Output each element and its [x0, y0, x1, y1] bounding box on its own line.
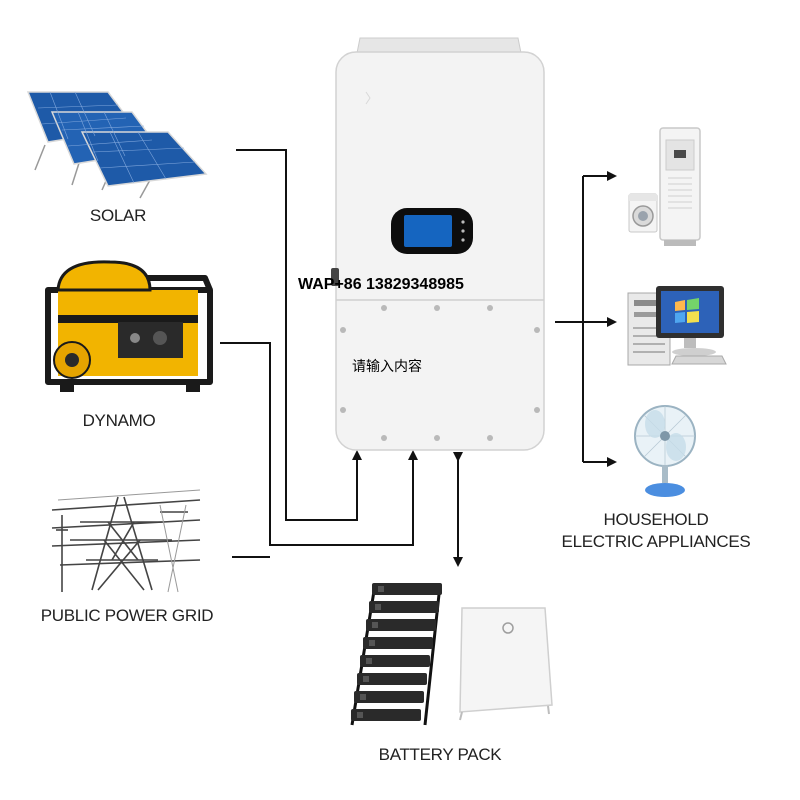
dynamo-label: DYNAMO	[82, 411, 156, 430]
battery-pack-label: BATTERY PACK	[378, 745, 502, 764]
contact-watermark: WAP+86 13829348985	[298, 276, 464, 293]
grid-label: PUBLIC POWER GRID	[40, 606, 214, 625]
solar-label: SOLAR	[89, 206, 147, 225]
placeholder-text: 请输入内容	[352, 359, 422, 375]
appliances-label-line2: ELECTRIC APPLIANCES	[561, 532, 751, 551]
appliances-label-line1: HOUSEHOLD	[603, 510, 709, 529]
